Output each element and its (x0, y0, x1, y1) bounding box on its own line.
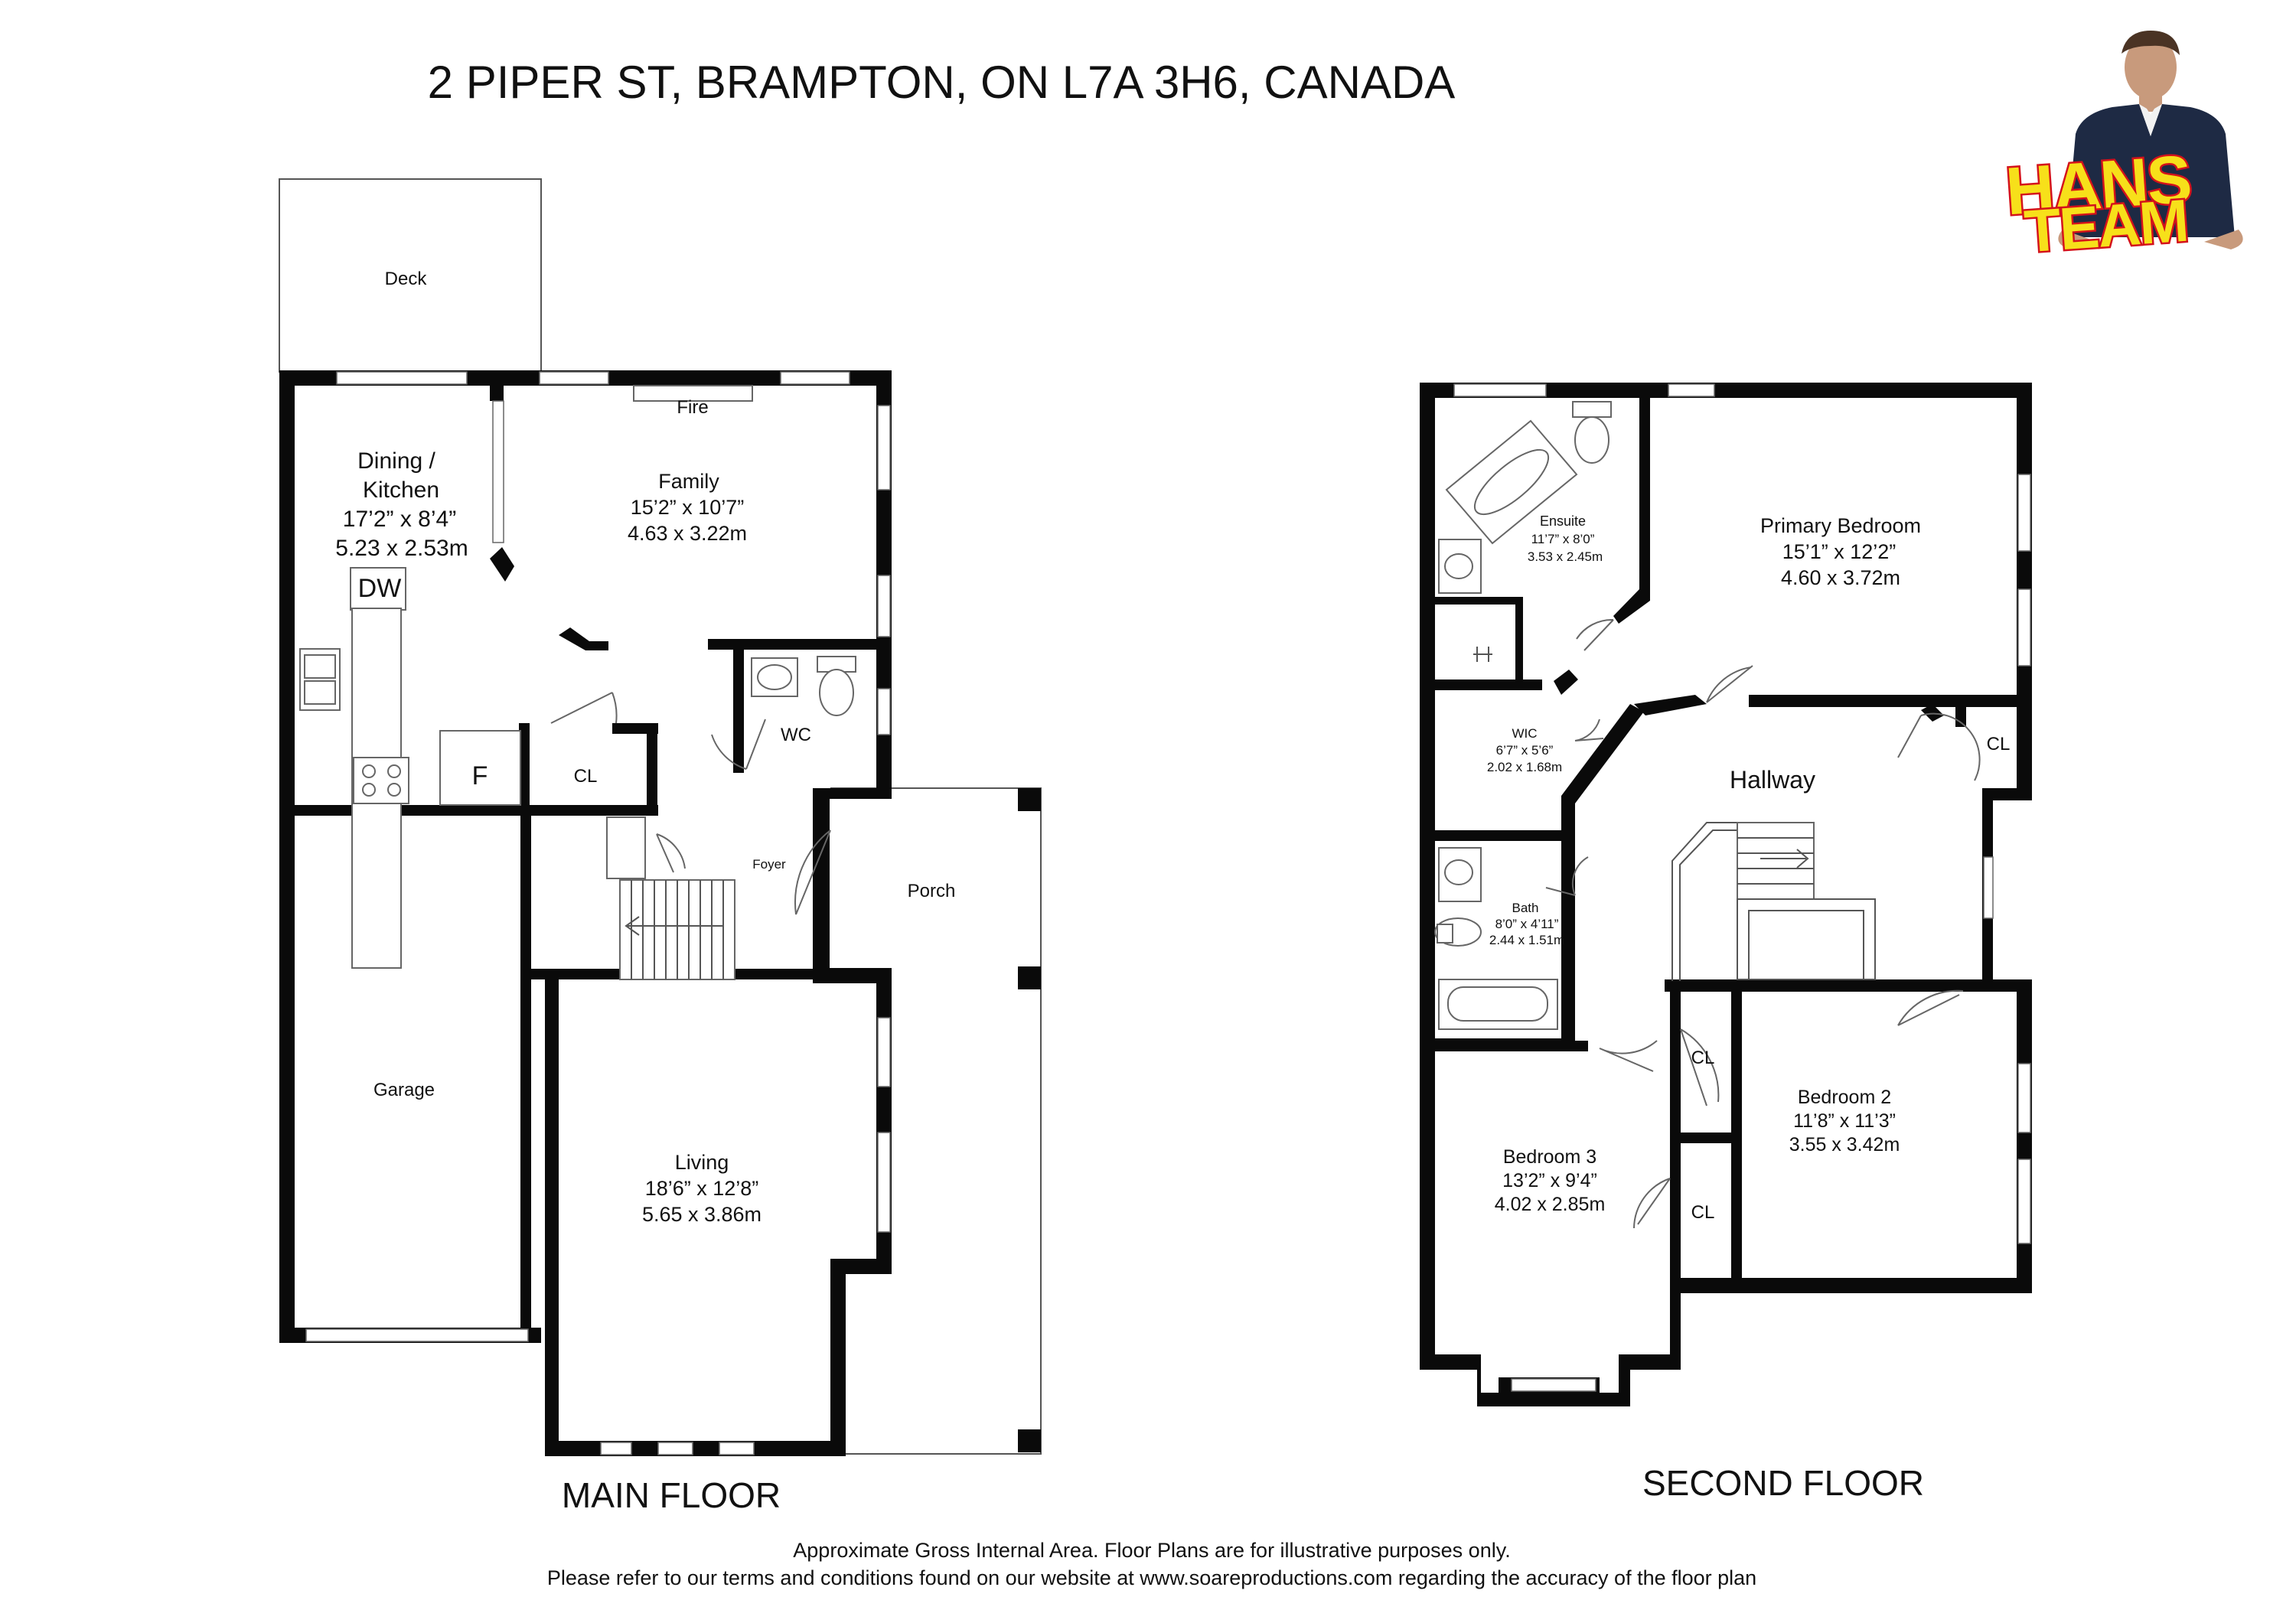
dining-kitchen-metric: 5.23 x 2.53m (335, 536, 468, 561)
bedroom3-imperial: 13’2” x 9’4” (1502, 1170, 1597, 1191)
dishwasher-label: DW (358, 574, 402, 603)
disclaimer-line-1: Approximate Gross Internal Area. Floor P… (793, 1539, 1510, 1562)
disclaimer-line-2: Please refer to our terms and conditions… (547, 1566, 1756, 1589)
second-floor-walls (1420, 383, 2032, 1406)
bedroom3-metric: 4.02 x 2.85m (1495, 1194, 1606, 1215)
main-floor-title: MAIN FLOOR (562, 1475, 781, 1515)
porch-column (1018, 788, 1041, 811)
door-arc (1706, 665, 1753, 703)
porch-column (1018, 966, 1041, 989)
porch-label: Porch (908, 881, 956, 901)
dining-kitchen-name-2: Kitchen (363, 477, 439, 503)
hallway-label: Hallway (1730, 766, 1815, 794)
ensuite-imperial: 11’7” x 8’0” (1531, 532, 1595, 546)
door-arc (1897, 712, 1981, 781)
bath-fixtures (1434, 847, 1558, 1030)
door-arc (1680, 1028, 1720, 1106)
hans-team-logo: HANS TEAM (2001, 31, 2243, 267)
second-floor-plan: Ensuite 11’7” x 8’0” 3.53 x 2.45m Primar… (1420, 383, 2032, 1503)
family-imperial: 15’2” x 10’7” (631, 496, 745, 519)
fridge-label: F (472, 761, 488, 790)
ensuite-name: Ensuite (1540, 513, 1586, 529)
main-floor-windows (305, 371, 891, 1455)
fireplace (633, 385, 753, 402)
door-arc (550, 692, 618, 724)
living-name: Living (675, 1151, 729, 1174)
property-address-title: 2 PIPER ST, BRAMPTON, ON L7A 3H6, CANADA (428, 57, 1456, 108)
logo-text-hans: HANS (2004, 141, 2193, 230)
upper-stairs (1671, 822, 1876, 981)
deck-label: Deck (385, 269, 428, 289)
family-metric: 4.63 x 3.22m (628, 522, 747, 545)
door-arc (1545, 856, 1589, 896)
family-name: Family (658, 470, 719, 493)
living-metric: 5.65 x 3.86m (642, 1203, 762, 1226)
door-arc (1633, 1178, 1671, 1229)
porch-column (1018, 1429, 1041, 1452)
primary-bedroom-name: Primary Bedroom (1760, 514, 1921, 537)
bedroom3-name: Bedroom 3 (1503, 1146, 1596, 1168)
door-arc (794, 829, 831, 915)
bedroom2-metric: 3.55 x 3.42m (1789, 1134, 1900, 1155)
door-arc (1574, 719, 1604, 741)
closet-label: CL (574, 766, 598, 787)
living-imperial: 18’6” x 12’8” (645, 1177, 759, 1200)
agent-photo (2058, 31, 2243, 249)
wc-fixtures (751, 656, 856, 716)
door-arc (711, 719, 766, 770)
primary-bedroom-metric: 4.60 x 3.72m (1781, 566, 1900, 589)
bath-metric: 2.44 x 1.51m (1489, 933, 1564, 947)
main-stairs (606, 816, 735, 980)
door-arc (1897, 989, 1964, 1026)
wc-label: WC (781, 725, 811, 745)
foyer-label: Foyer (752, 857, 786, 872)
bedroom3-closet-label: CL (1691, 1202, 1715, 1223)
second-floor-title: SECOND FLOOR (1642, 1463, 1924, 1503)
bedroom2-closet-label: CL (1691, 1048, 1715, 1068)
bedroom2-imperial: 11’8” x 11’3” (1793, 1110, 1896, 1132)
wic-metric: 2.02 x 1.68m (1487, 760, 1562, 774)
logo-text-team: TEAM (2022, 187, 2190, 266)
wic-name: WIC (1512, 726, 1537, 741)
fire-label: Fire (677, 397, 708, 418)
primary-bedroom-imperial: 15’1” x 12’2” (1782, 540, 1896, 563)
garage-label: Garage (373, 1080, 435, 1100)
kitchen-fixtures (299, 567, 521, 969)
main-floor-plan: Deck Fire Dining / Kitchen 17’2” x 8’4” … (279, 178, 1042, 1515)
door-arc (1599, 1040, 1658, 1072)
dining-kitchen-name-1: Dining / (357, 448, 435, 474)
second-floor-windows (1453, 383, 2031, 1392)
porch-outline (830, 787, 1042, 1455)
bath-name: Bath (1512, 901, 1539, 915)
wic-imperial: 6’7” x 5’6” (1496, 743, 1554, 758)
door-arc (656, 833, 686, 873)
hallway-closet-label: CL (1987, 734, 2011, 754)
dining-kitchen-imperial: 17’2” x 8’4” (343, 507, 456, 532)
bath-imperial: 8’0” x 4’11” (1495, 917, 1559, 931)
ensuite-metric: 3.53 x 2.45m (1528, 549, 1603, 564)
bedroom2-name: Bedroom 2 (1798, 1087, 1891, 1108)
ensuite-fixtures (1438, 401, 1612, 662)
door-arc (1576, 618, 1614, 651)
